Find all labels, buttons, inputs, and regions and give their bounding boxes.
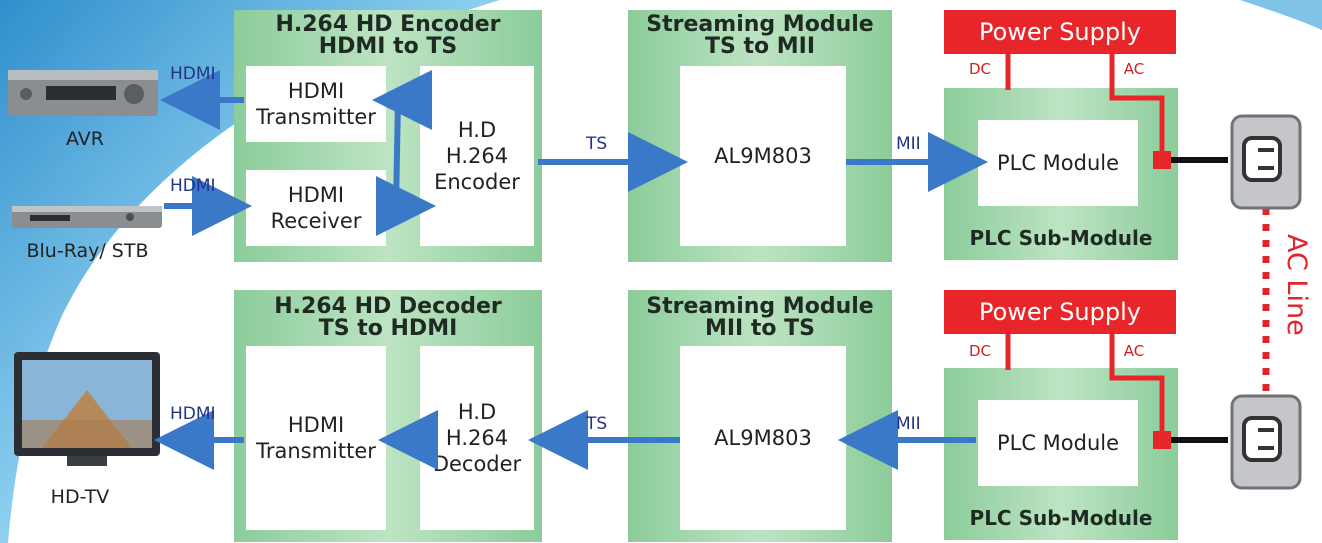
ac-label-top: AC — [1116, 60, 1152, 78]
mii-label-bottom: MII — [896, 414, 921, 434]
mii-label-top: MII — [896, 134, 921, 154]
plc-bottom-module: PLC Module — [978, 400, 1138, 486]
ts-label-top: TS — [586, 134, 608, 154]
streaming-bottom-chip: AL9M803 — [680, 346, 846, 530]
decoder-hdmi-transmitter: HDMI Transmitter — [246, 346, 386, 530]
power-supply-bottom: Power Supply — [944, 290, 1176, 334]
hdtv-device-icon — [14, 352, 160, 466]
ts-label-bottom: TS — [586, 414, 608, 434]
decoder-title: H.264 HD Decoder TS to HDMI — [274, 294, 502, 341]
bluray-device-icon — [12, 206, 162, 228]
hdmi-label-bluray: HDMI — [170, 176, 216, 196]
plc-bottom-submodule-label: PLC Sub-Module — [969, 506, 1153, 530]
hdmi-label-tv: HDMI — [170, 404, 216, 424]
avr-label: AVR — [66, 128, 104, 150]
encoder-hdmi-transmitter: HDMI Transmitter — [246, 66, 386, 142]
bluray-label: Blu-Ray/ STB — [26, 240, 149, 262]
encoder-codec: H.D H.264 Encoder — [420, 66, 534, 246]
hdmi-label-avr: HDMI — [170, 64, 216, 84]
encoder-title: H.264 HD Encoder HDMI to TS — [275, 12, 501, 59]
plc-top-submodule-label: PLC Sub-Module — [969, 226, 1153, 250]
plug-icon-bottom — [1230, 394, 1302, 490]
encoder-hdmi-receiver: HDMI Receiver — [246, 170, 386, 246]
decoder-codec: H.D H.264 Decoder — [420, 346, 534, 530]
streaming-bottom-title: Streaming Module MII to TS — [646, 294, 874, 341]
hdtv-label: HD-TV — [50, 486, 110, 508]
streaming-top-title: Streaming Module TS to MII — [646, 12, 874, 59]
plug-icon-top — [1230, 114, 1302, 210]
power-supply-top: Power Supply — [944, 10, 1176, 54]
ac-line-label: AC Line — [1281, 234, 1312, 336]
plc-top-module: PLC Module — [978, 120, 1138, 206]
avr-device-icon — [8, 70, 158, 116]
dc-label-top: DC — [962, 60, 998, 78]
dc-label-bottom: DC — [962, 342, 998, 360]
ac-label-bottom: AC — [1116, 342, 1152, 360]
streaming-top-chip: AL9M803 — [680, 66, 846, 246]
